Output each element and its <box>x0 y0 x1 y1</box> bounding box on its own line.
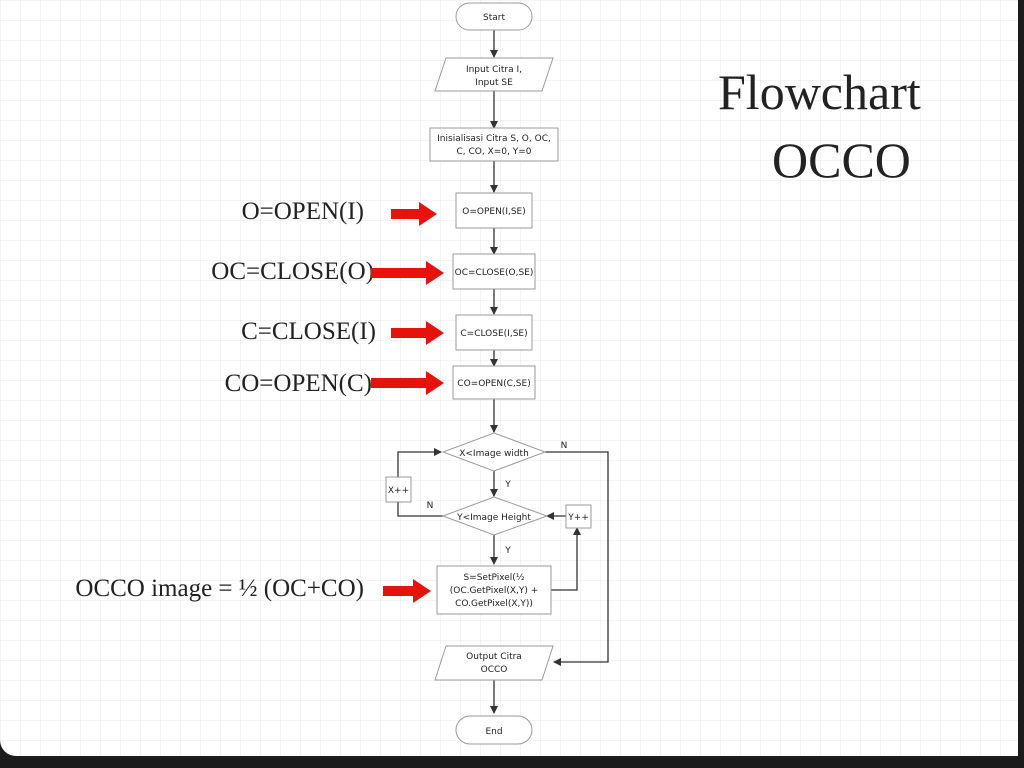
edge-label-yes-y: Y <box>504 546 511 556</box>
setpixel-label-2: (OC.GetPixel(X,Y) + <box>450 586 539 596</box>
open-c-node: CO=OPEN(C,SE) <box>452 365 536 400</box>
edge-label-yes-x: Y <box>504 480 511 490</box>
close-o-label: OC=CLOSE(O,SE) <box>455 268 534 278</box>
end-label: End <box>485 727 502 737</box>
red-arrow-2 <box>371 261 444 285</box>
red-arrow-3 <box>391 321 444 345</box>
start-label: Start <box>483 13 505 23</box>
decision-x-label: X<Image width <box>459 449 529 459</box>
init-label-2: C, CO, X=0, Y=0 <box>456 147 531 157</box>
close-o-node: OC=CLOSE(O,SE) <box>452 253 536 290</box>
edge-label-no-y: N <box>427 501 434 511</box>
inc-y-label: Y++ <box>567 513 589 523</box>
inc-y-node: Y++ <box>565 504 592 529</box>
setpixel-node: S=SetPixel(½ (OC.GetPixel(X,Y) + CO.GetP… <box>436 565 552 615</box>
slide-title-line-1: Flowchart <box>718 64 921 120</box>
red-arrow-1 <box>391 202 437 226</box>
annotation-open-c: CO=OPEN(C) <box>224 370 372 397</box>
flowchart-diagram: Start Input Citra I, Input SE Inisialisa… <box>371 2 609 745</box>
slide: Flowchart OCCO O=OPEN(I) OC=CLOSE(O) C=C… <box>0 0 1018 756</box>
start-node: Start <box>455 2 533 31</box>
annotation-close-o: OC=CLOSE(O) <box>211 258 374 285</box>
edge-label-no-x: N <box>561 441 568 451</box>
inc-x-node: X++ <box>385 476 412 503</box>
init-node: Inisialisasi Citra S, O, OC, C, CO, X=0,… <box>429 127 559 162</box>
slide-title-line-2: OCCO <box>772 132 911 188</box>
close-i-label: C=CLOSE(I,SE) <box>460 329 527 339</box>
connectors <box>394 30 609 714</box>
open-i-node: O=OPEN(I,SE) <box>455 192 533 229</box>
decision-x-node: X<Image width <box>441 432 547 472</box>
close-i-node: C=CLOSE(I,SE) <box>455 314 533 351</box>
input-label-1: Input Citra I, <box>466 65 522 75</box>
decision-y-label: Y<Image Height <box>456 513 531 523</box>
setpixel-label-3: CO.GetPixel(X,Y)) <box>455 599 533 609</box>
output-label-1: Output Citra <box>466 652 522 662</box>
end-node: End <box>455 715 533 745</box>
open-c-label: CO=OPEN(C,SE) <box>457 379 530 389</box>
annotation-occo: OCCO image = ½ (OC+CO) <box>75 575 364 602</box>
open-i-label: O=OPEN(I,SE) <box>462 207 526 217</box>
output-label-2: OCCO <box>481 665 508 675</box>
decision-y-node: Y<Image Height <box>441 496 549 536</box>
input-label-2: Input SE <box>475 78 513 88</box>
output-node: Output Citra OCCO <box>434 645 554 681</box>
inc-x-label: X++ <box>388 486 409 496</box>
annotation-close-i: C=CLOSE(I) <box>241 318 376 345</box>
setpixel-label-1: S=SetPixel(½ <box>463 573 524 583</box>
annotation-open-i: O=OPEN(I) <box>241 198 364 225</box>
red-arrow-5 <box>383 579 431 603</box>
red-arrow-4 <box>371 371 444 395</box>
input-node: Input Citra I, Input SE <box>434 57 554 92</box>
init-label-1: Inisialisasi Citra S, O, OC, <box>437 134 551 144</box>
